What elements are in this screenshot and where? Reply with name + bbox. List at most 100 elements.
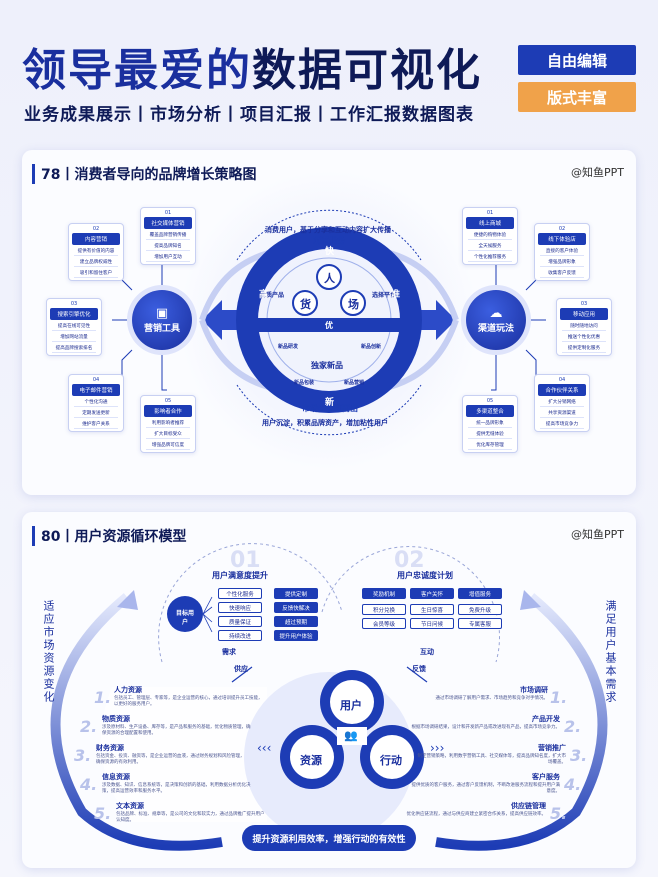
hub-channel-play: ☁ 渠道玩法 (466, 290, 526, 350)
core-zhun: 准 (391, 290, 401, 300)
mini-3: 新品营销 (344, 380, 365, 386)
core-huo: 货 (300, 298, 311, 311)
left-big-arc (50, 593, 223, 851)
big-number-02: 02 (394, 548, 425, 573)
plan2-chip-4: 积分兑换 (362, 604, 406, 615)
right-item-4: 客户服务提供优质的客户服务，通过客户反馈机制，不断改进服务流程和提升用户满意度。 (411, 773, 561, 794)
left-num-4: 4. (80, 775, 98, 794)
tag-free-edit: 自由编辑 (518, 45, 636, 75)
plan2-chip-5: 生日惊喜 (410, 604, 454, 615)
label-demand: 需求 (222, 648, 236, 656)
vertical-text-left: 适应市场资源变化 (42, 600, 55, 704)
mini-4: 新品创新 (361, 344, 382, 350)
bottom-summary-bar: 提升资源利用效率，增强行动的有效性 (242, 825, 416, 851)
circle-label-resource: 资源 (300, 754, 322, 767)
left-num-2: 2. (80, 717, 98, 736)
mini-1: 新品研发 (278, 344, 299, 350)
big-number-01: 01 (230, 548, 261, 573)
main-title: 领导最爱的数据可视化 (22, 45, 482, 96)
arc-bottom (236, 384, 422, 436)
right-num-1: 1. (550, 688, 568, 707)
card-title: 80丨用户资源循环模型 (32, 526, 186, 546)
left-num-3: 3. (74, 746, 92, 765)
subtitle: 业务成果展示丨市场分析丨项目汇报丨工作汇报数据图表 (24, 105, 474, 125)
hub-marketing-tools: ▣ 营销工具 (132, 290, 192, 350)
circle-label-action: 行动 (380, 754, 402, 767)
svg-text:‹‹‹: ‹‹‹ (257, 741, 271, 755)
left-num-1: 1. (94, 688, 112, 707)
left-item-4: 信息资源涉及数据、知识、信息系统等，是决策和创新的基础，利用数据分析优化决策，提… (102, 773, 251, 794)
plan2-chip-7: 会员等级 (362, 618, 406, 629)
ring-top-text: 消费服务 (313, 236, 345, 245)
target-user: 目标用户 (175, 610, 194, 626)
core-chang: 场 (348, 298, 359, 311)
people-icon: 👥 (344, 729, 358, 742)
card-title: 78丨消费者导向的品牌增长策略图 (32, 164, 256, 184)
plan2-chip-1: 奖励机制 (362, 588, 406, 599)
plan1-chip-right-1: 提供定制 (274, 588, 318, 599)
left-item-5: 文本资源包括品牌、标准、规章等，是公司的文化和软实力，通过品牌推广提升用户认知度… (116, 802, 265, 823)
arc-bottom-text: 用户沉淀，积累品牌资产，增加粘性用户 (262, 419, 388, 427)
right-item-5: 供应链管理优化供应链流程，通过与供应商建立紧密合作关系，提高供应链效率。 (406, 802, 547, 817)
plan2-chip-9: 专属客服 (458, 618, 502, 629)
target-user-bubble (167, 596, 203, 632)
plan1-chip-left-3: 质量保证 (218, 616, 262, 627)
plan1-chip-left-2: 快速响应 (218, 602, 262, 613)
plan2-chip-6: 免费升级 (458, 604, 502, 615)
cloud-icon: ☁ (489, 306, 503, 321)
tag-rich-layout: 版式丰富 (518, 82, 636, 112)
right-item-2: 产品开发根据市场调研结果，设计和开发新产品或改进现有产品，提高市场竞争力。 (411, 715, 561, 730)
plan1-chip-right-3: 超过预期 (274, 616, 318, 627)
right-num-3: 3. (570, 746, 588, 765)
plan1-chip-left-1: 个性化服务 (218, 588, 262, 599)
label-interact: 互动 (420, 648, 434, 656)
plan1-title: 用户满意度提升 (212, 571, 268, 580)
briefcase-icon: ▣ (155, 306, 169, 321)
arc-top-text: 消费用户，基于分享和互动内容扩大传播 (265, 226, 391, 234)
plan1-chip-right-4: 提升用户体验 (274, 630, 318, 641)
ring-bottom-text: 市场中脱颖而出 (302, 404, 358, 413)
strategy-diagram (112, 170, 546, 470)
user-resource-cycle-card: 80丨用户资源循环模型 @知鱼PPT (22, 512, 636, 868)
core-bar (250, 318, 408, 332)
cycle-diagram: ‹‹‹ ››› (50, 543, 608, 851)
vertical-text-right: 满足用户基本需求 (604, 600, 617, 704)
product-label: 独家新品 (311, 361, 343, 370)
ring-outer (236, 227, 422, 413)
plan2-chip-2: 客户关怀 (410, 588, 454, 599)
label-supply: 供应 (234, 665, 248, 673)
right-big-arc (435, 593, 608, 851)
mini-2: 新品包装 (294, 380, 315, 386)
dash-arc-left (158, 543, 343, 663)
right-num-4: 4. (564, 775, 582, 794)
core-kuai: 快 (325, 247, 335, 257)
right-item-1: 市场调研通过市场调研了解用户需求、市场趋势和竞争对手情况。 (435, 686, 549, 701)
brand-watermark: @知鱼PPT (571, 166, 624, 179)
ring-right-text: 选择平台 (372, 292, 397, 299)
left-item-2: 物质资源涉及原材料、生产设备、库存等，是产品和服务的基础，优化物质管理，确保资源… (102, 715, 251, 736)
brand-watermark: @知鱼PPT (571, 528, 624, 541)
label-feedback: 反馈 (412, 665, 426, 673)
header: 领导最爱的数据可视化 业务成果展示丨市场分析丨项目汇报丨工作汇报数据图表 自由编… (0, 0, 658, 140)
plan1-chip-left-4: 持续改进 (218, 630, 262, 641)
left-item-1: 人力资源包括员工、管理层、专家等，是企业运营的核心，通过培训提升员工技能，以更好… (114, 686, 263, 707)
circle-label-user: 用户 (340, 699, 362, 712)
plan2-chip-8: 节日问候 (410, 618, 454, 629)
right-num-2: 2. (564, 717, 582, 736)
plan2-chip-3: 增值服务 (458, 588, 502, 599)
right-num-5: 5. (550, 804, 568, 823)
left-num-5: 5. (94, 804, 112, 823)
brand-growth-strategy-card: 78丨消费者导向的品牌增长策略图 @知鱼PPT (22, 150, 636, 495)
plan1-chip-right-2: 反馈快解决 (274, 602, 318, 613)
core-xin: 新 (325, 398, 335, 408)
core-you: 优 (325, 321, 333, 330)
